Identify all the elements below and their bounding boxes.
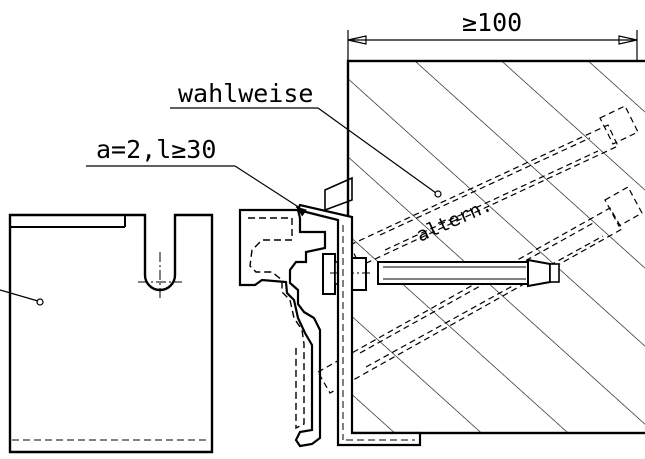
anchor-nut-end (549, 263, 560, 283)
callout-optional: wahlweise (170, 79, 442, 198)
dimension-label: ≥100 (462, 8, 522, 37)
bracket-outline (296, 203, 422, 447)
steel-bracket (296, 203, 422, 447)
dimension-arrow-right (618, 35, 638, 45)
callout-optional-label: wahlweise (178, 79, 313, 108)
dimension-line-group: ≥100 (347, 8, 638, 62)
bracket-fill-dashes (342, 225, 415, 441)
profile-inner (248, 217, 305, 430)
panel-leader-line (0, 289, 39, 302)
panel-outline (8, 213, 214, 454)
profile-outer (238, 208, 327, 448)
cladding-profile (238, 176, 353, 448)
anchor-nut (351, 257, 367, 291)
anchor-cone (527, 258, 551, 288)
anchor-sleeve (377, 261, 531, 285)
concrete-wall (346, 59, 645, 435)
dimension-arrow-left (347, 35, 367, 45)
panel-reference-point (36, 298, 44, 306)
profile-hook (324, 176, 353, 212)
anchor-washer (322, 253, 336, 295)
callout-weld: a=2,l≥30 (86, 135, 301, 209)
callout-weld-label: a=2,l≥30 (96, 135, 216, 164)
cladding-panel (0, 213, 214, 454)
